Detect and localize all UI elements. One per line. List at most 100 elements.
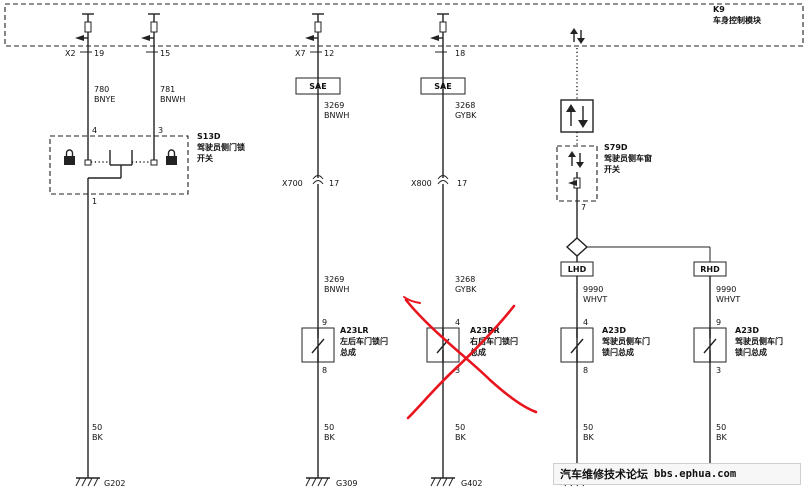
pin-x7-12: 12: [324, 49, 334, 58]
wire-9990b-circuit: 9990: [716, 285, 736, 294]
lhd-label: LHD: [568, 265, 587, 274]
pin-x2-19: 19: [94, 49, 104, 58]
module-output-1: [75, 13, 94, 41]
wire-9990b-color: WHVT: [716, 295, 740, 304]
inline-x700-pin: 17: [329, 179, 339, 188]
a23lr-label-2: 总成: [340, 347, 356, 357]
a23d-lhd-pin-top: 4: [583, 318, 588, 327]
s13d-pin-3: 3: [158, 126, 163, 135]
sae-box-a: [295, 77, 341, 95]
s13d-pin-4: 4: [92, 126, 97, 135]
sae-label-a: SAE: [309, 82, 326, 91]
a23d-rhd-label-1: 驾驶员侧车门: [734, 336, 783, 346]
a23d-lhd-label-2: 锁闩总成: [602, 347, 634, 357]
wire-3269-circuit: 3269: [324, 275, 344, 284]
s79d-label-2: 开关: [604, 164, 620, 174]
a23rr-label-1: 右后车门锁闩: [469, 336, 518, 346]
k9-module-boundary: [4, 3, 804, 47]
module-output-3: [305, 13, 324, 41]
wire-9990a-color: WHVT: [583, 295, 607, 304]
ground-symbol-g402: [430, 477, 455, 487]
forum-watermark: 汽车维修技术论坛 bbs.ephua.com: [553, 463, 801, 485]
a23d-lhd-pin-bot: 8: [583, 366, 588, 375]
a23rr-pin-top: 4: [455, 318, 460, 327]
wire-9990a-circuit: 9990: [583, 285, 603, 294]
inline-x800: X800: [411, 179, 432, 188]
s13d-contacts: [84, 150, 158, 179]
a23d-rhd-label-2: 锁闩总成: [735, 347, 767, 357]
a23d-rhd-pin-bot: 3: [716, 366, 721, 375]
s13d-label-2: 开关: [197, 153, 213, 163]
wire-3269-circuit-top: 3269: [324, 101, 344, 110]
a23d-lhd-name: A23D: [602, 326, 626, 335]
s13d-label-1: 驾驶员侧门锁: [196, 142, 245, 152]
module-serial-data-symbol: [570, 28, 585, 44]
watermark-forum-name: 汽车维修技术论坛: [560, 468, 648, 481]
wire-3269-color-top: BNWH: [324, 111, 349, 120]
watermark-url: bbs.ephua.com: [654, 468, 737, 480]
wire-3268-color: GYBK: [455, 285, 477, 294]
wire-3268-color-top: GYBK: [455, 111, 477, 120]
module-output-4: [430, 13, 449, 41]
s79d-updown-arrow-icon: [568, 151, 584, 168]
a23rr-name: A23RR: [470, 326, 500, 335]
wire-780-circuit: 780: [94, 85, 109, 94]
a23d-lhd-label-1: 驾驶员侧车门: [601, 336, 650, 346]
s13d-name: S13D: [197, 132, 221, 141]
wire-3268-circuit: 3268: [455, 275, 475, 284]
s79d-output: [568, 172, 581, 194]
s79d-label-1: 驾驶员侧车窗: [603, 153, 652, 163]
inline-x700: X700: [282, 179, 303, 188]
pin-15: 15: [160, 49, 170, 58]
ground-wire-5-color: BK: [716, 433, 727, 442]
pin-18: 18: [455, 49, 465, 58]
ground-g402: G402: [461, 479, 482, 488]
lock-icon: [64, 149, 75, 165]
sae-label-b: SAE: [434, 82, 451, 91]
a23lr-name: A23LR: [340, 326, 369, 335]
a23rr-label-2: 总成: [470, 347, 486, 357]
wire-781-circuit: 781: [160, 85, 175, 94]
ground-wire-4-circuit: 50: [583, 423, 593, 432]
k9-label: 车身控制模块: [713, 15, 762, 25]
wire-3269-color: BNWH: [324, 285, 349, 294]
ground-symbol-g309: [305, 477, 330, 487]
pin-x2-connector: X2: [65, 49, 76, 58]
a23lr-pin-bot: 8: [322, 366, 327, 375]
s79d-pin-7: 7: [581, 203, 586, 212]
pin-x7-connector: X7: [295, 49, 306, 58]
ground-wire-3-color: BK: [455, 433, 466, 442]
ground-wire-1-color: BK: [92, 433, 103, 442]
rhd-label: RHD: [700, 265, 720, 274]
red-cross-mark: [403, 296, 538, 420]
ground-symbol-g202: [75, 477, 100, 487]
a23d-rhd-name: A23D: [735, 326, 759, 335]
s79d-updown-box: [560, 99, 594, 133]
option-diamond: [565, 237, 589, 257]
inline-x800-pin: 17: [457, 179, 467, 188]
ground-wire-1-circuit: 50: [92, 423, 102, 432]
ground-wire-2-circuit: 50: [324, 423, 334, 432]
module-output-2: [141, 13, 160, 41]
up-down-arrow-icon: [566, 104, 588, 128]
unlock-icon: [166, 149, 177, 165]
wire-781-color: BNWH: [160, 95, 185, 104]
ground-wire-2-color: BK: [324, 433, 335, 442]
ground-wire-4-color: BK: [583, 433, 594, 442]
a23d-rhd-pin-top: 9: [716, 318, 721, 327]
a23lr-label-1: 左后车门锁闩: [339, 336, 388, 346]
ground-g309: G309: [336, 479, 357, 488]
a23lr-pin-top: 9: [322, 318, 327, 327]
s13d-switch-boundary: [49, 135, 189, 195]
ground-g202: G202: [104, 479, 125, 488]
sae-box-b: [420, 77, 466, 95]
ground-wire-5-circuit: 50: [716, 423, 726, 432]
ground-wire-3-circuit: 50: [455, 423, 465, 432]
wire-780-color: BNYE: [94, 95, 115, 104]
wire-3268-circuit-top: 3268: [455, 101, 475, 110]
s13d-pin-1: 1: [92, 197, 97, 206]
k9-name: K9: [713, 5, 725, 14]
a23rr-pin-bot: 3: [455, 366, 460, 375]
